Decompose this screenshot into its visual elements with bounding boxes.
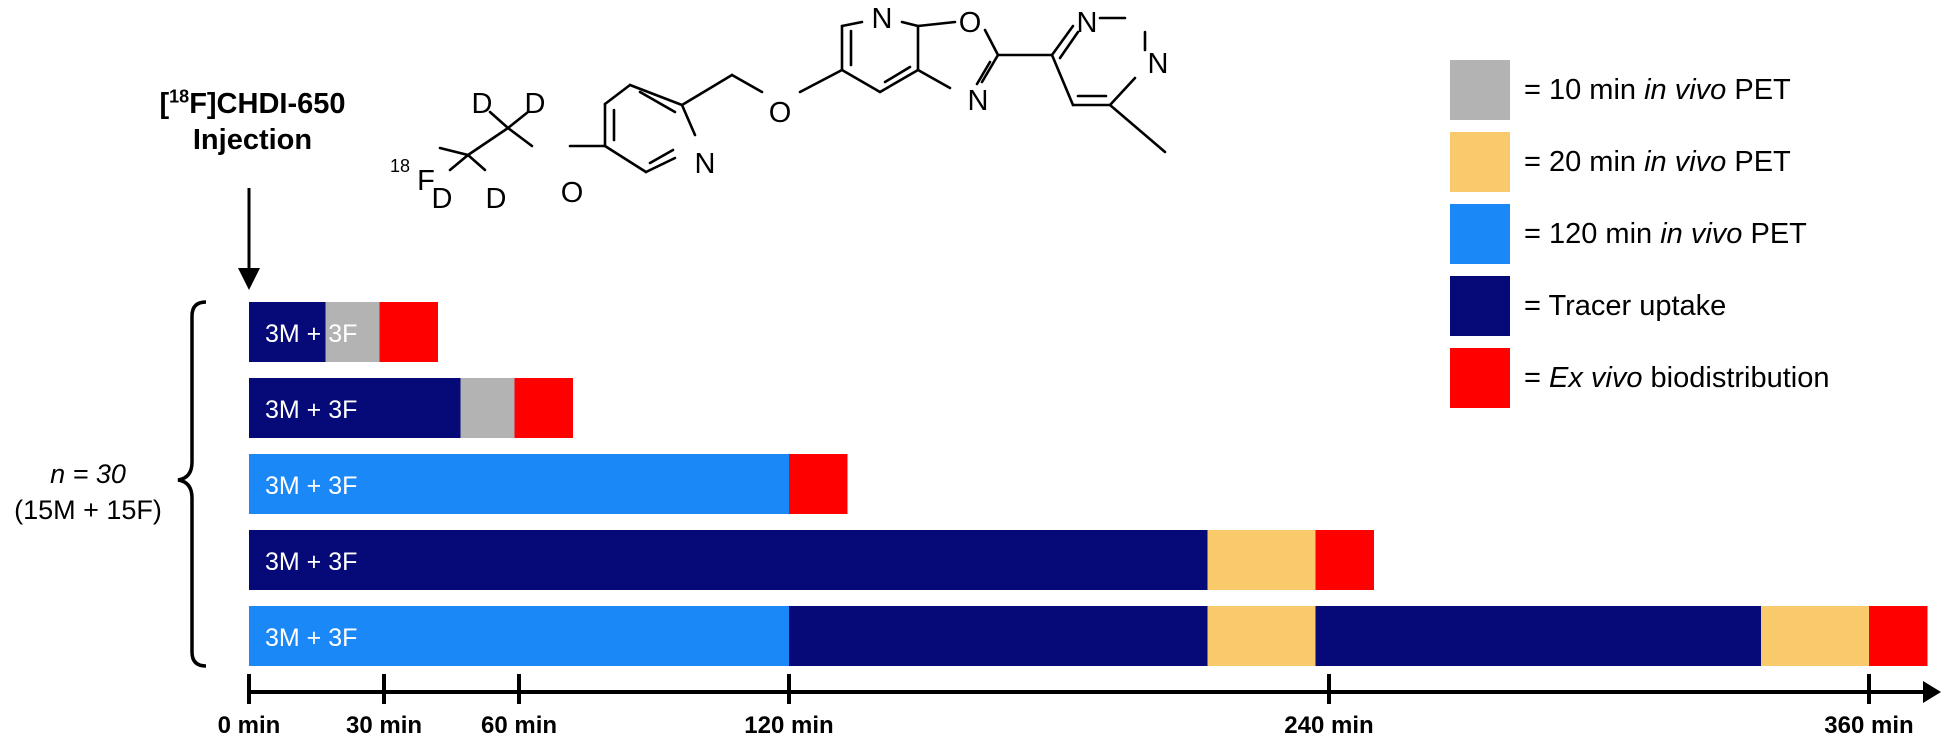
legend-label: = 20 min in vivo PET (1524, 145, 1791, 178)
atom-n-pyrimidine-1: N (1077, 7, 1098, 39)
bar-segment-pet20 (1207, 606, 1316, 666)
cohort-label: n = 30 (15M + 15F) (14, 459, 162, 525)
row-label: 3M + 3F (265, 472, 357, 500)
atom-n-pyridine: N (695, 148, 716, 180)
legend-swatch (1450, 132, 1510, 192)
bar-segment-pet10 (460, 378, 515, 438)
row-label: 3M + 3F (265, 624, 357, 652)
axis-tick-label: 360 min (1824, 712, 1914, 739)
axis-tick-label: 60 min (480, 712, 558, 739)
bar-segment-exvivo (379, 302, 438, 362)
injection-label: [18F]CHDI-650 Injection (159, 86, 346, 156)
bar-segment-pet120 (249, 454, 789, 514)
atom-n-pyrimidine-2: N (1148, 48, 1169, 80)
legend-label: = 120 min in vivo PET (1524, 217, 1807, 250)
legend-item-pet120: = 120 min in vivo PET (1450, 204, 1807, 264)
bar-segment-exvivo (1869, 606, 1928, 666)
atom-o-ring: O (959, 7, 982, 39)
axis-tick-label: 0 min (217, 712, 281, 739)
legend-swatch (1450, 348, 1510, 408)
axis-arrow-head (1923, 681, 1941, 703)
atom-fluorine: F (417, 165, 435, 197)
bar-segment-exvivo (514, 378, 573, 438)
atom-d-4: D (486, 183, 507, 215)
legend-swatch (1450, 276, 1510, 336)
atom-n-ring: N (968, 85, 989, 117)
legend-swatch (1450, 60, 1510, 120)
legend-item-pet10: = 10 min in vivo PET (1450, 60, 1791, 120)
cohort-brace (177, 300, 207, 668)
legend-item-uptake: = Tracer uptake (1450, 276, 1726, 336)
legend-label: = Tracer uptake (1524, 289, 1727, 322)
axis-tick-label: 120 min (744, 712, 834, 739)
bar-segment-pet20 (1761, 606, 1869, 666)
atom-o-link: O (769, 97, 792, 129)
bar-segment-uptake (249, 378, 461, 438)
bar-segment-pet20 (1207, 530, 1316, 590)
atom-d-1: D (472, 88, 493, 120)
legend-item-pet20: = 20 min in vivo PET (1450, 132, 1791, 192)
row-label: 3M + 3F (265, 548, 357, 576)
atom-o-ether: O (561, 177, 584, 209)
bars-group: 3M + 3F 3M + 3F 3M + 3F 3M + 3F 3M + 3F (249, 302, 1928, 666)
injection-arrow-head (238, 268, 260, 290)
axis-tick-label: 240 min (1284, 712, 1374, 739)
chemical-structure: N O N O N N N O D D D D 18 F (390, 3, 1169, 215)
bar-segment-uptake (249, 302, 326, 362)
atom-n-top: N (872, 3, 893, 35)
time-axis (247, 674, 1941, 704)
legend-swatch (1450, 204, 1510, 264)
atom-d-2: D (525, 88, 546, 120)
bar-segment-uptake (789, 606, 1208, 666)
atom-fluorine-isotope: 18 (390, 156, 410, 176)
bar-segment-exvivo (789, 454, 848, 514)
bar-segment-uptake (1315, 606, 1761, 666)
legend-label: = 10 min in vivo PET (1524, 73, 1791, 106)
legend-label: = Ex vivo biodistribution (1524, 361, 1830, 394)
atom-d-3: D (432, 183, 453, 215)
bar-segment-uptake (249, 530, 1208, 590)
row-label: 3M + 3F (265, 396, 357, 424)
bar-segment-pet10 (325, 302, 380, 362)
row-label: 3M + 3F (265, 320, 357, 348)
legend-item-exvivo: = Ex vivo biodistribution (1450, 348, 1829, 408)
axis-tick-label: 30 min (345, 712, 423, 739)
bar-segment-pet120 (249, 606, 789, 666)
bar-segment-exvivo (1315, 530, 1374, 590)
